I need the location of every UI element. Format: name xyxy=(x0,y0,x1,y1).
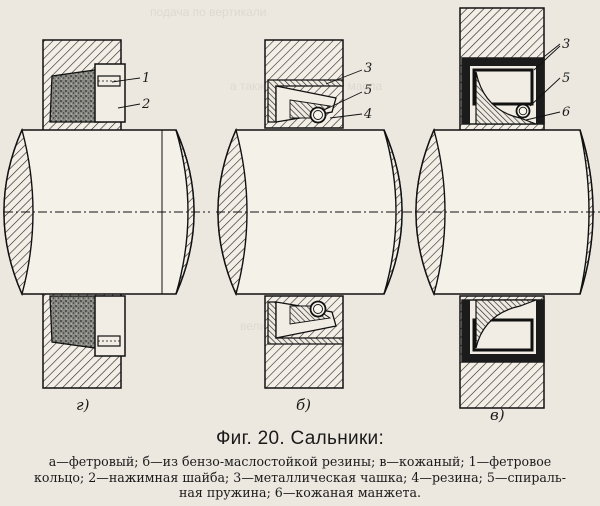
seal-figure: подача по вертикали а также вода вместо … xyxy=(3,5,600,424)
callout-6-c: 6 xyxy=(562,105,570,120)
callout-3-b: 3 xyxy=(364,61,372,76)
seal-assembly-felt: 1 2 г) xyxy=(3,39,210,414)
callout-1: 1 xyxy=(142,71,150,86)
sublabel-a: г) xyxy=(76,396,90,414)
svg-text:подача по вертикали: подача по вертикали xyxy=(150,5,267,19)
callout-2: 2 xyxy=(141,97,150,112)
caption-line-3: ная пружина; 6—кожаная манжета. xyxy=(178,485,422,500)
callout-4-b: 4 xyxy=(363,107,372,122)
callout-3-c: 3 xyxy=(562,37,570,52)
figure-caption-title: Фиг. 20. Сальники: xyxy=(215,428,385,449)
seal-assembly-rubber: 3 5 4 б) xyxy=(216,39,418,414)
sublabel-c: в) xyxy=(490,406,505,424)
sublabel-b: б) xyxy=(296,396,311,414)
caption-line-2: кольцо; 2—нажимная шайба; 3—металлическа… xyxy=(33,469,567,485)
callout-5-b: 5 xyxy=(364,83,372,98)
callout-5-c: 5 xyxy=(562,71,570,86)
figure-caption-text: а—фетровый; б—из бензо-маслостойкой рези… xyxy=(8,454,592,501)
seal-assembly-leather: 3 5 6 в) xyxy=(415,7,600,424)
caption-line-1: а—фетровый; б—из бензо-маслостойкой рези… xyxy=(48,454,552,469)
